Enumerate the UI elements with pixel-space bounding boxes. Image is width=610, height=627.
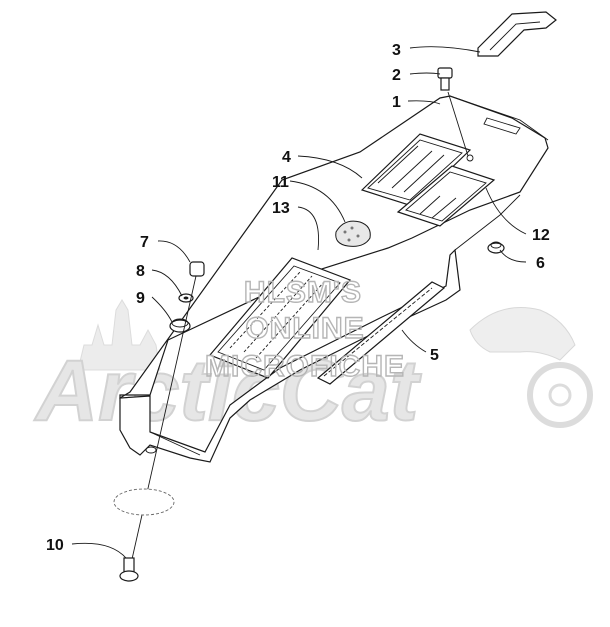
bolt-part-10 xyxy=(119,557,139,582)
callout-5: 5 xyxy=(430,347,439,364)
callouts: 3 2 1 4 11 13 7 8 9 12 6 5 10 xyxy=(46,42,550,554)
leader-lines xyxy=(71,46,527,559)
callout-7: 7 xyxy=(140,234,149,251)
decal-5 xyxy=(316,281,446,385)
fastener-part-2 xyxy=(437,67,453,91)
watermark-line-1: HLSM'S xyxy=(244,276,362,309)
decal-13 xyxy=(209,257,352,379)
nut-part-9 xyxy=(169,318,191,333)
spacer-part-7 xyxy=(189,261,205,277)
decal-4 xyxy=(360,133,472,207)
clip-part-3 xyxy=(477,11,557,57)
washer-disc xyxy=(113,488,175,516)
watermark-line-2: ONLINE xyxy=(245,312,364,345)
watermark-line-3: MICROFICHE xyxy=(205,350,405,383)
callout-6: 6 xyxy=(536,255,545,272)
callout-10: 10 xyxy=(46,537,64,554)
callout-13: 13 xyxy=(272,200,290,217)
decal-12 xyxy=(396,165,496,227)
callout-11: 11 xyxy=(272,174,289,191)
callout-12: 12 xyxy=(532,227,550,244)
decal-11 xyxy=(335,220,371,247)
washer-part-8 xyxy=(178,293,194,303)
callout-3: 3 xyxy=(392,42,401,59)
callout-9: 9 xyxy=(136,290,145,307)
callout-4: 4 xyxy=(282,149,291,166)
callout-1: 1 xyxy=(392,94,401,111)
grommet-part-6 xyxy=(487,241,505,254)
watermark-text: HLSM'S ONLINE MICROFICHE xyxy=(204,275,405,383)
callout-2: 2 xyxy=(392,67,401,84)
callout-8: 8 xyxy=(136,263,145,280)
